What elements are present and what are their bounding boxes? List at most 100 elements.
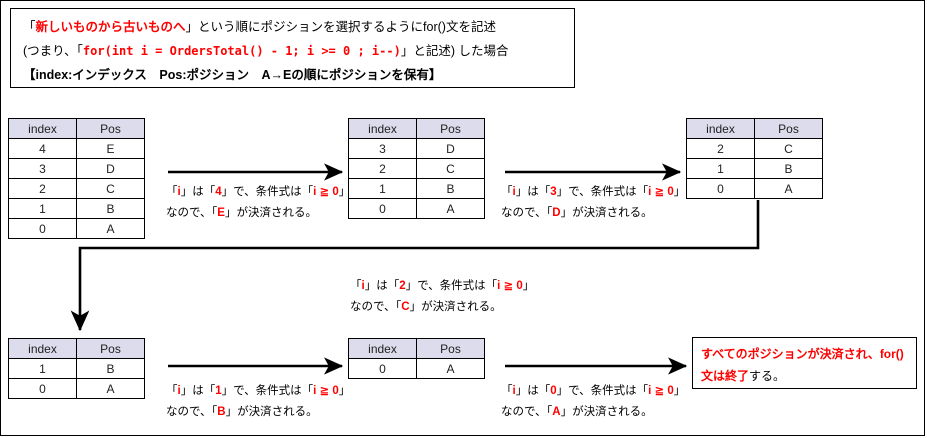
annotation-line-1: 「i」は「0」で、条件式は「i ≧ 0」 <box>501 385 686 397</box>
cell-index: 0 <box>348 358 417 379</box>
cell-pos: B <box>76 198 145 219</box>
var-i: i <box>177 385 181 397</box>
annotation-line-1: 「i」は「2」で、条件式は「i ≧ 0」 <box>350 280 535 292</box>
for-keyword: for() <box>879 347 904 361</box>
i-value: 2 <box>399 280 406 292</box>
closed-position: A <box>552 406 561 418</box>
var-i: i <box>361 280 365 292</box>
explanation-line-3: 【index:インデックス Pos:ポジション A→Eの順にポジションを保有】 <box>23 68 442 82</box>
annotation-line-2: なので、「E」が決済される。 <box>166 207 317 219</box>
annotation-line-2: なので、「C」が決済される。 <box>350 301 502 313</box>
annotation-line-2: なので、「A」が決済される。 <box>501 406 653 418</box>
annotation-step-2: 「i」は「3」で、条件式は「i ≧ 0」 なので、「D」が決済される。 <box>501 182 685 224</box>
closed-position: D <box>552 207 561 219</box>
cell-pos: C <box>76 178 145 199</box>
explanation-line-1: 「新しいものから古いものへ」という順にポジションを選択するようにfor()文を記… <box>23 15 574 39</box>
cell-index: 1 <box>8 198 77 219</box>
column-header-index: index <box>686 118 755 139</box>
i-value: 3 <box>550 186 557 198</box>
cell-pos: C <box>416 158 485 179</box>
conclusion-text: 文は終了 <box>701 369 750 383</box>
explanation-line-2: (つまり、「for(int i = OrdersTotal() - 1; i >… <box>23 39 574 63</box>
annotation-line-1: 「i」は「4」で、条件式は「i ≧ 0」 <box>166 186 351 198</box>
annotation-step-3: 「i」は「2」で、条件式は「i ≧ 0」 なので、「C」が決済される。 <box>350 276 534 318</box>
cell-pos: B <box>416 178 485 199</box>
var-i: i <box>177 186 181 198</box>
for-loop-code: for(int i = OrdersTotal() - 1; i >= 0 ; … <box>82 44 401 58</box>
column-header-index: index <box>8 338 77 359</box>
explanation-text: 」と記述) した場合 <box>400 44 509 58</box>
i-value: 0 <box>550 385 557 397</box>
cell-pos: E <box>76 138 145 159</box>
cell-pos: A <box>416 358 485 379</box>
cell-pos: A <box>76 218 145 239</box>
explanation-box: 「新しいものから古いものへ」という順にポジションを選択するようにfor()文を記… <box>10 8 575 88</box>
var-i: i <box>512 186 516 198</box>
explanation-text: (つまり、「 <box>23 44 83 58</box>
annotation-step-4: 「i」は「1」で、条件式は「i ≧ 0」 なので、「B」が決済される。 <box>166 381 350 423</box>
column-header-pos: Pos <box>76 118 145 139</box>
cell-index: 4 <box>8 138 77 159</box>
cell-index: 0 <box>8 218 77 239</box>
annotation-line-2: なので、「B」が決済される。 <box>166 406 318 418</box>
cell-pos: B <box>76 358 145 379</box>
cell-index: 3 <box>348 138 417 159</box>
cell-index: 3 <box>8 158 77 179</box>
cell-index: 1 <box>686 158 755 179</box>
conclusion-box: すべてのポジションが決済され、for() 文は終了する。 <box>692 337 917 389</box>
cell-pos: C <box>754 138 823 159</box>
condition-expr: i ≧ 0 <box>313 186 339 198</box>
quote-open: 「 <box>23 20 36 34</box>
i-value: 4 <box>215 186 222 198</box>
cell-index: 0 <box>686 178 755 199</box>
closed-position: B <box>217 406 226 418</box>
condition-expr: i ≧ 0 <box>313 385 339 397</box>
conclusion-line-1: すべてのポジションが決済され、for() <box>701 343 916 365</box>
cell-pos: A <box>754 178 823 199</box>
column-header-pos: Pos <box>416 118 485 139</box>
column-header-pos: Pos <box>754 118 823 139</box>
cell-index: 0 <box>348 198 417 219</box>
cell-pos: A <box>76 378 145 399</box>
cell-index: 1 <box>348 178 417 199</box>
cell-index: 2 <box>8 178 77 199</box>
cell-index: 2 <box>686 138 755 159</box>
closed-position: C <box>401 301 410 313</box>
annotation-line-1: 「i」は「3」で、条件式は「i ≧ 0」 <box>501 186 686 198</box>
annotation-step-1: 「i」は「4」で、条件式は「i ≧ 0」 なので、「E」が決済される。 <box>166 182 350 224</box>
conclusion-line-2: 文は終了する。 <box>701 365 916 387</box>
closed-position: E <box>217 207 225 219</box>
condition-expr: i ≧ 0 <box>648 385 674 397</box>
condition-expr: i ≧ 0 <box>648 186 674 198</box>
annotation-line-1: 「i」は「1」で、条件式は「i ≧ 0」 <box>166 385 351 397</box>
cell-pos: D <box>76 158 145 179</box>
explanation-highlight: 新しいものから古いものへ <box>35 20 186 34</box>
i-value: 1 <box>215 385 222 397</box>
column-header-index: index <box>348 338 417 359</box>
explanation-text: 」という順にポジションを選択するようにfor()文を記述 <box>185 20 496 34</box>
var-i: i <box>512 385 516 397</box>
annotation-step-5: 「i」は「0」で、条件式は「i ≧ 0」 なので、「A」が決済される。 <box>501 381 685 423</box>
conclusion-text: すべてのポジションが決済され、 <box>701 347 880 361</box>
cell-pos: A <box>416 198 485 219</box>
cell-index: 1 <box>8 358 77 379</box>
column-header-index: index <box>348 118 417 139</box>
